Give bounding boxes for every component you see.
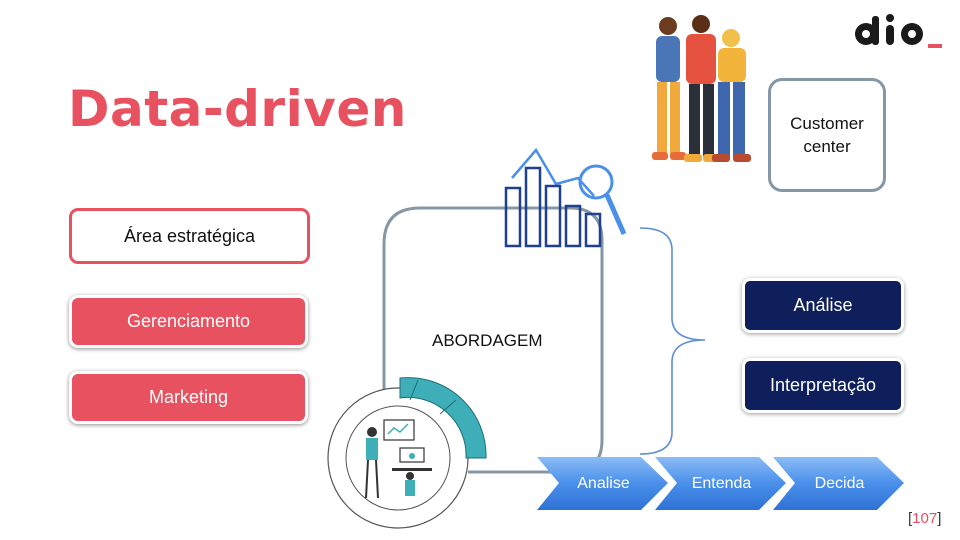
analytics-chart-icon [504,147,627,248]
customer-center-box: Customer center [768,78,886,192]
brace [639,227,706,455]
step-entenda: Entenda [655,455,788,512]
step-label: Analise [577,474,630,492]
dio-logo-icon [855,14,942,48]
page-number-value: 107 [912,510,938,527]
step-label: Entenda [691,474,752,492]
page-number: [107] [908,510,942,527]
interpretation-box: Interpretação [742,358,904,413]
step-label: Decida [814,474,865,492]
chevron-shape [537,457,668,510]
step-analise: Analise [537,455,670,512]
approach-label: ABORDAGEM [432,331,543,350]
page-title: Data-driven [68,80,407,138]
analysis-box: Análise [742,278,904,333]
approach-frame-left [382,206,421,390]
marketing-box: Marketing [69,371,308,424]
people-illustration [652,15,751,162]
step-decida: Decida [773,455,906,512]
management-box: Gerenciamento [69,295,308,348]
chevron-shape [773,457,904,510]
analyst-illustration [327,377,487,529]
strategic-area-box: Área estratégica [69,208,310,264]
chevron-shape [655,457,786,510]
